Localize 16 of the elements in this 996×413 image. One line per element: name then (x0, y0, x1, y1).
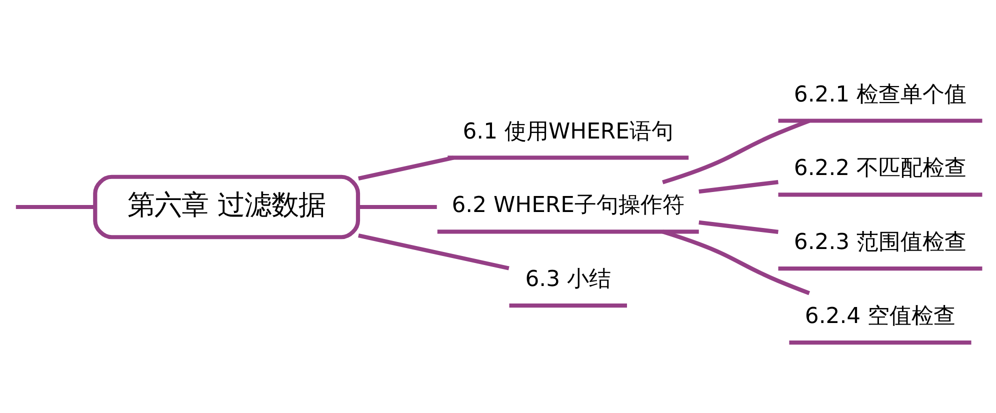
node-text: 6.2.4 空值检查 (804, 304, 956, 329)
node-text: 6.2 WHERE子句操作符 (451, 192, 684, 218)
connector (662, 229, 810, 295)
node-text: 6.2.1 检查单个值 (793, 82, 966, 107)
node-text: 6.1 使用WHERE语句 (462, 118, 674, 144)
connector (662, 118, 810, 184)
node-text: 6.2.2 不匹配检查 (793, 156, 966, 181)
connector (698, 220, 778, 234)
connector (358, 232, 509, 270)
connector (698, 180, 778, 194)
connector (358, 204, 436, 209)
connector (15, 204, 94, 209)
node-box: 第六章 过滤数据 (92, 174, 360, 239)
node-text: 6.2.3 范围值检查 (793, 230, 966, 255)
connector (358, 155, 454, 180)
node-text: 6.3 小结 (524, 266, 611, 292)
